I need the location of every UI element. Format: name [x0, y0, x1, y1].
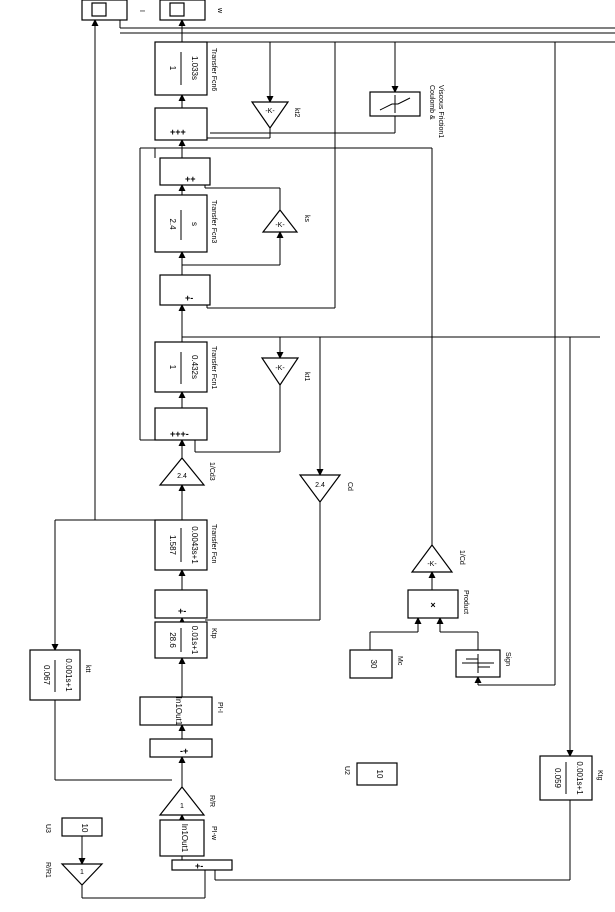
product-block[interactable]: × Product — [407, 589, 469, 619]
pi-w-drawn[interactable]: In1Out1 PI-w — [159, 819, 217, 857]
mc-constant[interactable]: 30 Mc — [349, 649, 403, 679]
transfer-fcn3[interactable]: 2.4 s Transfer Fcn3 — [154, 194, 217, 253]
sum-2[interactable]: +- — [154, 589, 208, 619]
coulomb-label1: Coulomb & — [428, 85, 435, 120]
u2-label: U2 — [343, 766, 350, 775]
pi-w-text: In1Out1 — [180, 824, 189, 853]
gain-ks[interactable]: -K- ks — [261, 209, 310, 233]
cd-value: 2.4 — [315, 482, 325, 489]
product-symbol: × — [430, 600, 435, 610]
r-r1-value: 1 — [80, 869, 84, 876]
u2-value: 10 — [375, 770, 384, 779]
ks-label: ks — [303, 215, 310, 223]
tf6-den: 1.033s — [190, 56, 199, 80]
scope-w[interactable]: w — [159, 0, 223, 21]
gain-inv-cd[interactable]: -K- 1/Cd — [410, 543, 465, 573]
u3-value: 10 — [80, 824, 89, 833]
sign-block[interactable]: Sign — [455, 649, 511, 678]
coulomb-label2: Viscous Friction1 — [437, 85, 444, 138]
ktp-block[interactable]: 28.6 0.01s+1 Ktp — [154, 621, 217, 659]
scope-i[interactable]: I — [81, 0, 145, 21]
inv-cd-value: -K- — [427, 561, 437, 568]
u2-constant[interactable]: 10 U2 — [343, 762, 398, 786]
sum3-signs: +++- — [170, 429, 189, 439]
sum-3[interactable]: +++- — [154, 407, 208, 441]
r-r-value: 1 — [180, 803, 184, 810]
sum6-signs: +++ — [170, 127, 186, 137]
pi-i-text: In1Out1 — [174, 697, 183, 726]
ktg-label: Ktg — [596, 770, 603, 781]
ktt-block[interactable]: 0.067 0.001s+1 ktt — [29, 649, 91, 701]
mc-label: Mc — [396, 656, 403, 666]
sum-5[interactable]: ++ — [159, 157, 211, 186]
ktt-label: ktt — [84, 665, 91, 672]
pi-w-label: PI-w — [210, 826, 217, 841]
ktp-den: 0.01s+1 — [190, 626, 199, 655]
sum4-signs: +- — [185, 293, 193, 303]
gain-r-r1[interactable]: 1 R/R1 — [44, 862, 104, 886]
tf6-num: 1 — [168, 66, 177, 71]
kt1-label: kt1 — [303, 372, 310, 381]
mc-value: 30 — [369, 660, 378, 669]
transfer-fcn1[interactable]: 1 0.432s Transfer Fcn1 — [154, 341, 217, 393]
tf1-label: Transfer Fcn1 — [210, 346, 217, 389]
sum-4[interactable]: +- — [159, 274, 211, 306]
tf1-num: 1 — [168, 365, 177, 370]
ks-value: -K- — [275, 222, 285, 229]
ktp-num: 28.6 — [168, 632, 177, 648]
coulomb-friction[interactable]: Coulomb & Viscous Friction1 — [369, 85, 444, 138]
ktp-label: Ktp — [210, 628, 217, 639]
transfer-fcn[interactable]: 1.587 0.0043s+1 Transfer Fcn — [154, 519, 217, 571]
kt2-value: -K- — [265, 108, 275, 115]
tf-num: 1.587 — [168, 535, 177, 556]
tf-label: Transfer Fcn — [210, 524, 217, 564]
kt1-value: -K- — [275, 365, 285, 372]
transfer-fcn6[interactable]: 1 1.033s Transfer Fcn6 — [154, 41, 217, 96]
sum2-signs: +- — [178, 606, 186, 616]
sum1-signs: -+ — [180, 746, 188, 756]
r-r-label: R/R — [208, 795, 215, 807]
sum-1[interactable]: -+ — [149, 738, 213, 758]
kt2-label: kt2 — [293, 108, 300, 117]
gain-kt1[interactable]: -K- kt1 — [260, 357, 310, 387]
scope-w-label: w — [216, 7, 223, 14]
gain-cd[interactable]: 2.4 Cd — [298, 474, 353, 504]
product-label: Product — [462, 590, 469, 614]
tf3-label: Transfer Fcn3 — [210, 200, 217, 243]
ktg-num: 0.059 — [553, 768, 562, 789]
gain-r-r[interactable]: 1 R/R — [158, 786, 215, 816]
ktg-den: 0.001s+1 — [575, 761, 584, 795]
u3-constant[interactable]: 10 U3 — [44, 817, 103, 837]
inv-cd3-label: 1/Cd3 — [208, 462, 215, 481]
gain-kt2[interactable]: -K- kt2 — [250, 101, 300, 130]
pi-i-block[interactable]: In1Out1 PI-I — [139, 696, 223, 726]
sum-6[interactable]: +++ — [154, 107, 208, 141]
pi-i-label: PI-I — [216, 702, 223, 713]
gain-inv-cd3[interactable]: 2.4 1/Cd3 — [158, 457, 215, 486]
ktt-den: 0.001s+1 — [64, 658, 73, 692]
inv-cd-label: 1/Cd — [458, 550, 465, 565]
tf3-num: 2.4 — [168, 218, 177, 230]
inv-cd3-value: 2.4 — [177, 473, 187, 480]
cd-label: Cd — [346, 482, 353, 491]
sum5-signs: ++ — [185, 174, 196, 184]
sum-0[interactable]: +- — [171, 859, 233, 871]
sum0-signs: +- — [195, 861, 203, 871]
ktg-block[interactable]: 0.059 0.001s+1 Ktg — [539, 755, 603, 801]
tf6-label: Transfer Fcn6 — [210, 48, 217, 91]
scope-i-label: I — [138, 10, 145, 12]
tf3-den: s — [190, 222, 199, 226]
tf-den: 0.0043s+1 — [190, 526, 199, 564]
sign-label: Sign — [504, 652, 511, 666]
r-r1-label: R/R1 — [44, 862, 51, 878]
tf1-den: 0.432s — [190, 355, 199, 379]
ktt-num: 0.067 — [42, 665, 51, 686]
signal-lines — [51, 19, 615, 899]
u3-label: U3 — [44, 824, 51, 833]
